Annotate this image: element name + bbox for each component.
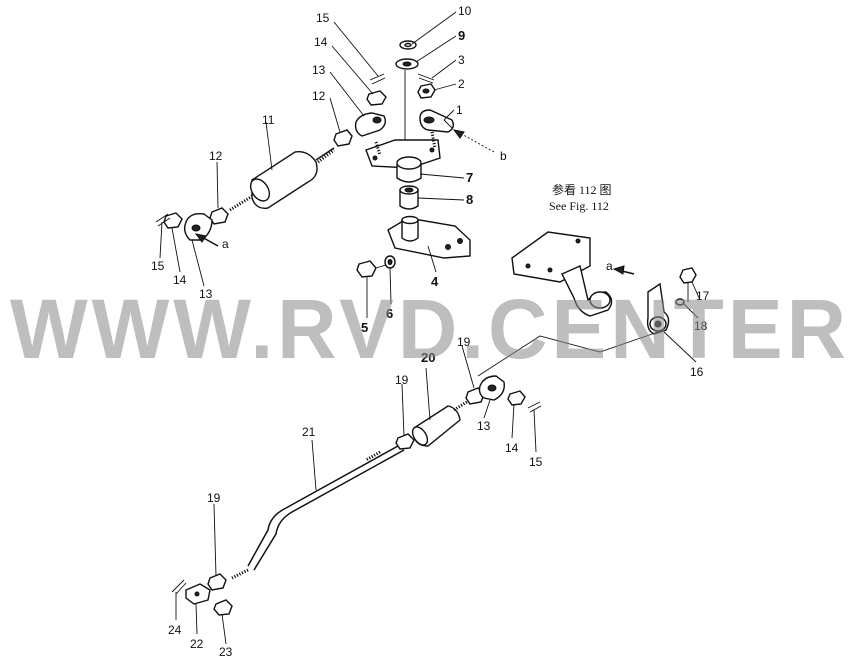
rod-part-21 — [231, 445, 405, 580]
cotter-pin-part-15-left — [155, 213, 171, 227]
callout-2: 2 — [458, 77, 465, 91]
callout-6: 6 — [386, 306, 393, 321]
mounting-plate-part-4 — [387, 215, 471, 259]
callout-14-left: 14 — [173, 273, 187, 287]
clevis-part-22 — [185, 583, 211, 605]
nut-part-14-top — [366, 90, 387, 106]
cotter-pin-part-3 — [417, 73, 435, 84]
nut-part-19-bottom — [207, 573, 227, 591]
washer-part-9 — [395, 58, 419, 70]
callout-5: 5 — [361, 320, 368, 335]
arrow-label-a-left: a — [222, 237, 229, 251]
callout-4: 4 — [431, 274, 439, 289]
washer-part-10 — [399, 40, 417, 50]
rod-end-part-13-left — [183, 212, 213, 241]
lever-part-16 — [646, 282, 670, 335]
nut-part-12-top — [333, 129, 353, 147]
cotter-pin-part-15-right — [527, 401, 542, 413]
callout-21: 21 — [302, 425, 316, 439]
callout-10: 10 — [458, 4, 472, 18]
reference-note-en: See Fig. 112 — [549, 199, 609, 213]
callout-15-right: 15 — [529, 455, 543, 469]
callout-14-top: 14 — [314, 35, 328, 49]
callout-19-mid: 19 — [395, 373, 409, 387]
callout-24: 24 — [168, 623, 182, 637]
arrow-label-b: b — [500, 149, 507, 163]
direction-arrow-a-left — [194, 233, 219, 247]
callout-13-left: 13 — [199, 287, 213, 301]
cotter-pin-part-24 — [171, 579, 187, 595]
callout-8: 8 — [466, 192, 473, 207]
callout-12-left: 12 — [209, 149, 223, 163]
callout-19-bottom: 19 — [207, 491, 221, 505]
leader-lines — [159, 11, 701, 645]
linkage-path-line — [477, 331, 659, 377]
callout-13-right: 13 — [477, 419, 491, 433]
cylinder-part-11 — [229, 147, 335, 212]
callout-7: 7 — [466, 170, 473, 185]
lever-bracket-part-7 — [365, 131, 441, 183]
callout-3: 3 — [458, 53, 465, 67]
reference-note-cn: 参看 112 图 — [552, 182, 612, 197]
pin-part-23 — [213, 599, 233, 616]
washer-part-18 — [675, 298, 685, 306]
callout-labels: 10 9 3 2 1 15 14 13 12 11 12 7 8 4 5 6 1… — [151, 4, 710, 659]
callout-19-top: 19 — [457, 335, 471, 349]
callout-1: 1 — [456, 103, 463, 117]
callout-15-top: 15 — [316, 11, 330, 25]
nut-part-2 — [417, 83, 436, 99]
washer-part-6 — [384, 255, 396, 269]
watermark-text: WWW.RVD.CENTER — [10, 282, 850, 376]
arrow-label-a-right: a — [606, 259, 613, 273]
rod-end-part-1 — [419, 109, 455, 133]
cotter-pin-part-15-top — [369, 73, 386, 85]
callout-15-left: 15 — [151, 259, 165, 273]
callout-11: 11 — [262, 113, 275, 127]
callout-23: 23 — [219, 645, 233, 659]
cylinder-part-20 — [411, 398, 471, 447]
callout-20: 20 — [421, 350, 435, 365]
callout-13-top: 13 — [312, 63, 326, 77]
nut-part-19-mid — [395, 433, 415, 450]
callout-9: 9 — [458, 28, 465, 43]
direction-arrow-a-right — [612, 265, 635, 275]
callout-22: 22 — [190, 637, 204, 651]
support-bracket — [511, 231, 613, 317]
callout-17: 17 — [696, 289, 710, 303]
bolt-part-5 — [356, 260, 387, 278]
nut-part-14-right — [507, 390, 526, 406]
direction-arrow-b — [452, 129, 495, 153]
callout-18: 18 — [694, 319, 708, 333]
bushing-part-8 — [399, 185, 419, 210]
callout-12-top: 12 — [312, 89, 326, 103]
rod-end-part-13-top — [354, 112, 387, 137]
callout-14-right: 14 — [505, 441, 519, 455]
callout-16: 16 — [690, 365, 704, 379]
nut-part-12-left — [209, 207, 229, 225]
rod-end-part-13-right — [478, 375, 505, 401]
